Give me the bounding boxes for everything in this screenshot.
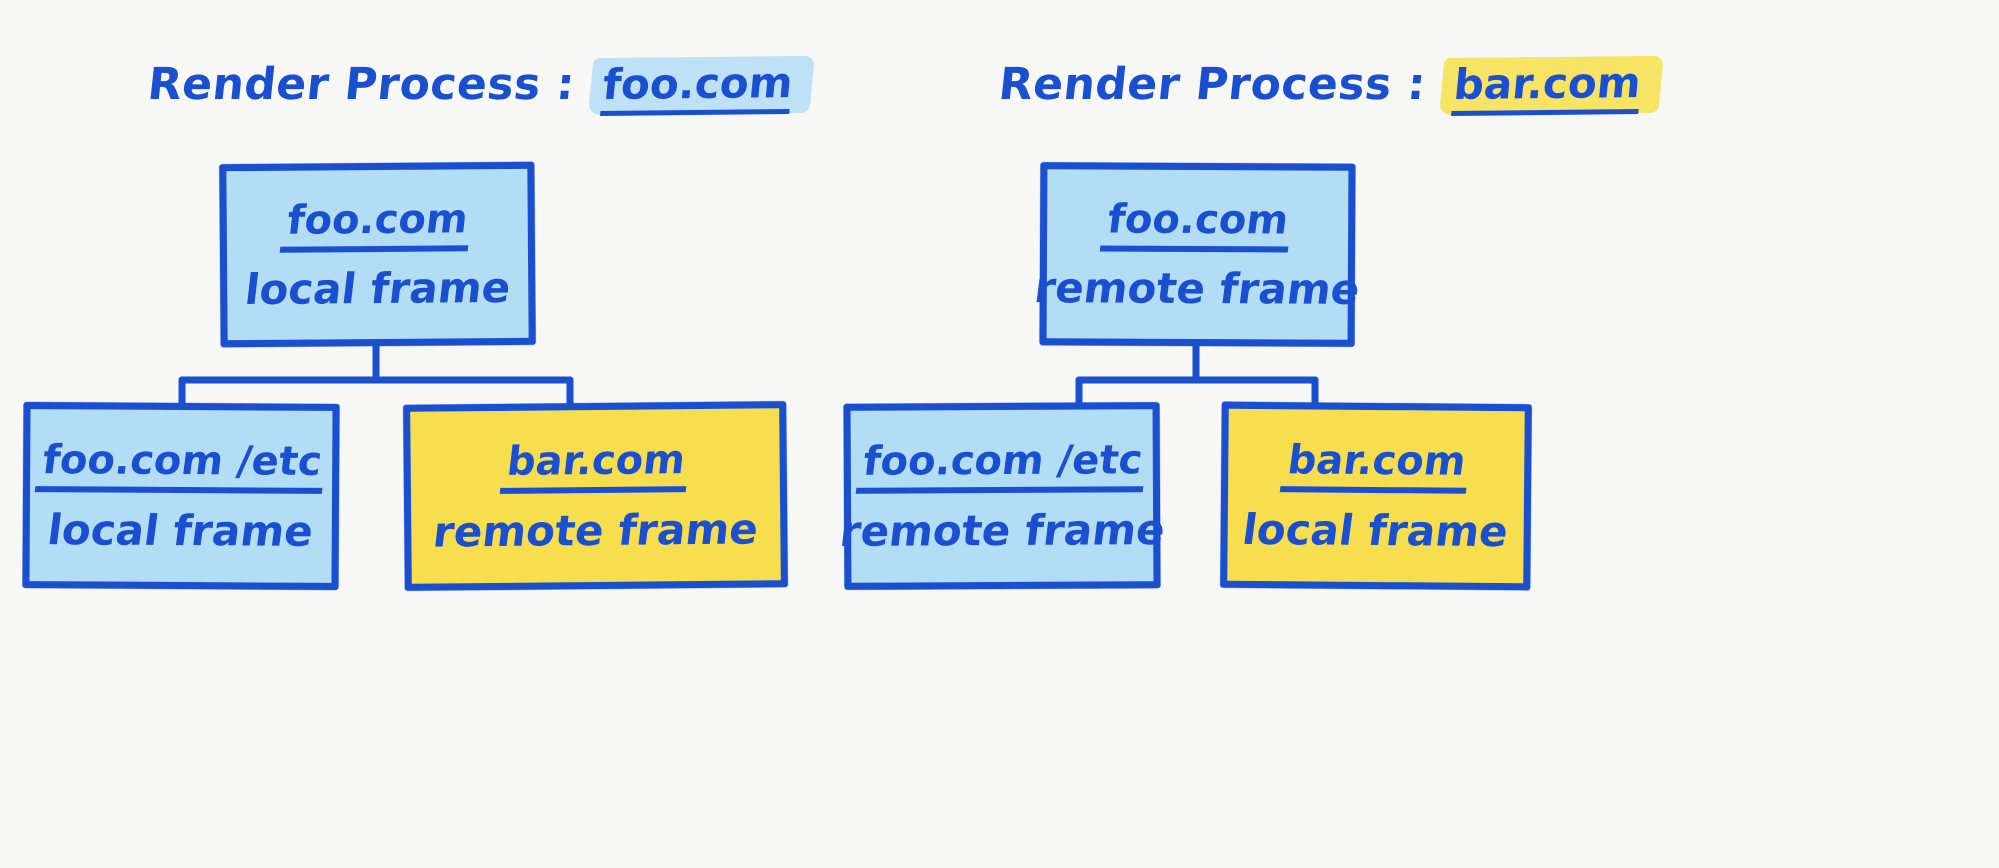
- frame-node-parent[interactable]: foo.com local frame: [219, 161, 536, 348]
- heading-left: Render Process : foo.com: [145, 48, 815, 120]
- frame-origin: foo.com /etc: [855, 437, 1149, 494]
- frame-kind: remote frame: [837, 504, 1168, 556]
- heading-origin-wrapper: bar.com: [1438, 53, 1664, 116]
- frame-origin: bar.com: [499, 437, 692, 494]
- render-process-diagram-bar: Render Process : bar.com foo.com remote …: [837, 0, 1998, 868]
- heading-origin-link: foo.com: [599, 57, 795, 116]
- frame-kind: remote frame: [1031, 263, 1363, 315]
- heading-right: Render Process : bar.com: [996, 48, 1664, 120]
- frame-node-child[interactable]: bar.com remote frame: [403, 401, 788, 591]
- frame-kind: local frame: [242, 263, 514, 315]
- frame-origin: bar.com: [1279, 437, 1473, 494]
- frame-origin: foo.com: [1099, 196, 1296, 252]
- frame-kind: local frame: [45, 505, 317, 556]
- heading-label: Render Process :: [145, 58, 578, 110]
- frame-kind: local frame: [1240, 504, 1512, 556]
- heading-label: Render Process :: [996, 58, 1429, 110]
- frame-node-parent[interactable]: foo.com remote frame: [1032, 162, 1363, 347]
- heading-origin-link: bar.com: [1450, 57, 1643, 116]
- frame-node-child[interactable]: foo.com /etc remote frame: [837, 402, 1167, 590]
- frame-kind: remote frame: [430, 504, 761, 557]
- frame-node-child[interactable]: foo.com /etc local frame: [22, 402, 340, 590]
- heading-origin-wrapper: foo.com: [587, 53, 815, 116]
- frame-origin: foo.com: [279, 196, 475, 253]
- frame-origin: foo.com /etc: [34, 437, 329, 494]
- frame-node-child[interactable]: bar.com local frame: [1220, 401, 1532, 591]
